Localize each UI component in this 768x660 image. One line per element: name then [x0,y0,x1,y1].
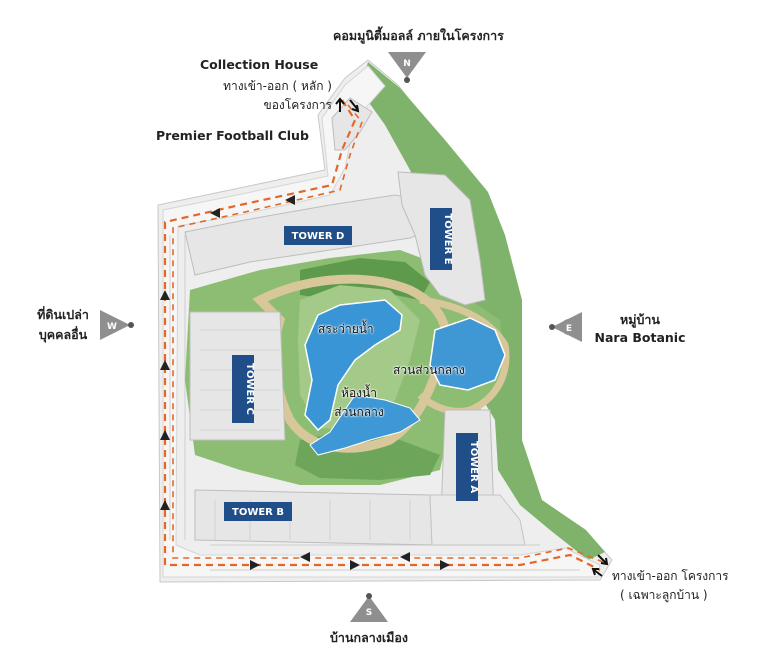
label-resident-entrance-line1: ทางเข้า-ออก โครงการ [612,569,729,583]
parking-stripes [169,235,580,571]
tower-e-label: TOWER E [442,213,453,264]
label-restroom-line1: ห้องน้ำ [341,386,377,400]
label-restroom: ห้องน้ำ ส่วนกลาง [330,384,388,422]
tower-b-label: TOWER B [232,507,284,518]
tower-d-label: TOWER D [292,231,345,242]
tower-a-badge: TOWER A [456,433,479,501]
tower-e-badge: TOWER E [430,208,453,270]
park-lake [429,317,506,391]
label-east-line2: Nara Botanic [594,330,686,345]
main-entrance-arrows [335,97,360,113]
label-west-land: ที่ดินเปล่า บุคคลอื่น [28,305,98,345]
label-west-line2: บุคคลอื่น [38,327,88,342]
swimming-pool-water [304,299,403,432]
resident-entrance-arrows [591,554,609,577]
clubhouse-block [331,97,373,151]
compass-east: E [549,312,582,342]
label-restroom-line2: ส่วนกลาง [334,405,384,419]
label-collection-house: Collection House [200,57,319,72]
traffic-route [163,99,601,571]
tower-c-badge: TOWER C [232,355,255,423]
label-central-park: สวนส่วนกลาง [393,363,465,377]
compass-north-letter: N [403,59,411,69]
label-east-line1: หมู่บ้าน [620,312,660,327]
compass-south: S [350,593,388,622]
label-west-line1: ที่ดินเปล่า [37,307,89,322]
label-community-mall: คอมมูนิตี้มอลล์ ภายในโครงการ [333,28,504,43]
building-annex [429,494,526,546]
compass-west-letter: W [107,322,117,332]
tower-d-badge: TOWER D [284,226,352,245]
label-resident-entrance: ทางเข้า-ออก โครงการ ( เฉพาะลูกบ้าน ) [612,567,729,605]
compass-west: W [100,310,134,340]
label-south-neighbor: บ้านกลางเมือง [330,630,408,645]
label-swimming-pool: สระว่ายน้ำ [318,322,374,336]
label-main-entrance: ทางเข้า-ออก ( หลัก ) ของโครงการ [222,77,332,115]
label-east-village: หมู่บ้าน Nara Botanic [592,310,688,345]
label-main-entrance-line1: ทางเข้า-ออก ( หลัก ) [223,79,332,93]
tower-a-label: TOWER A [468,441,479,493]
compass-south-letter: S [366,608,372,618]
perimeter-road [162,65,601,578]
compass-east-letter: E [566,324,572,334]
label-resident-entrance-line2: ( เฉพาะลูกบ้าน ) [620,588,708,602]
tower-c-label: TOWER C [244,363,255,415]
pool-stream [309,394,421,456]
label-main-entrance-line2: ของโครงการ [263,98,333,112]
label-premier-football: Premier Football Club [156,128,309,143]
compass-north: N [388,52,426,83]
tower-b-badge: TOWER B [224,502,292,521]
route-arrows [160,195,450,570]
